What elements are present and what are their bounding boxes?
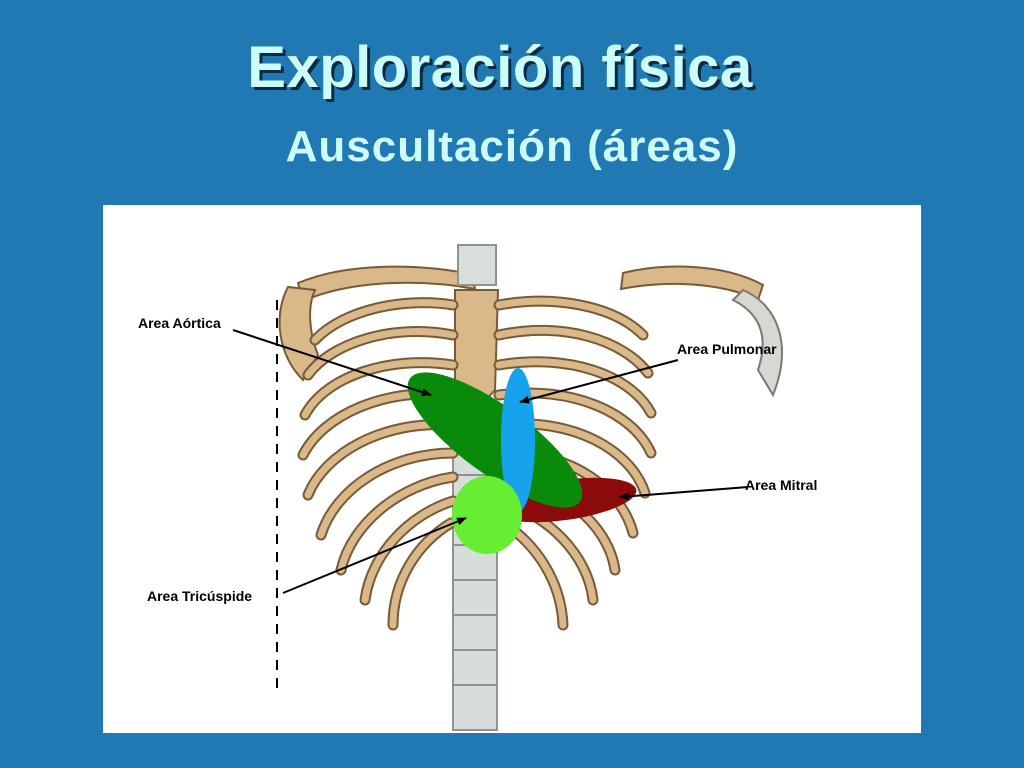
aortic-area-label: Area Aórtica (138, 315, 221, 331)
aortic-area (407, 372, 583, 508)
pulmonary-area (501, 368, 535, 512)
sternum-and-spine (452, 244, 500, 731)
tricuspid-area-label: Area Tricúspide (147, 588, 253, 604)
mitral-area-label: Area Mitral (745, 477, 818, 493)
label-arrows (232, 329, 749, 594)
tricuspid-area (452, 476, 522, 554)
clavicles (278, 265, 783, 398)
ribcage-illustration (232, 244, 783, 731)
auscultation-diagram-panel: Area Aórtica Area Pulmonar Area Mitral A… (103, 205, 921, 733)
pulmonary-area-label: Area Pulmonar (677, 341, 777, 357)
slide-subtitle: Auscultación (áreas) (285, 122, 739, 171)
slide-title: Exploración física (247, 35, 753, 100)
